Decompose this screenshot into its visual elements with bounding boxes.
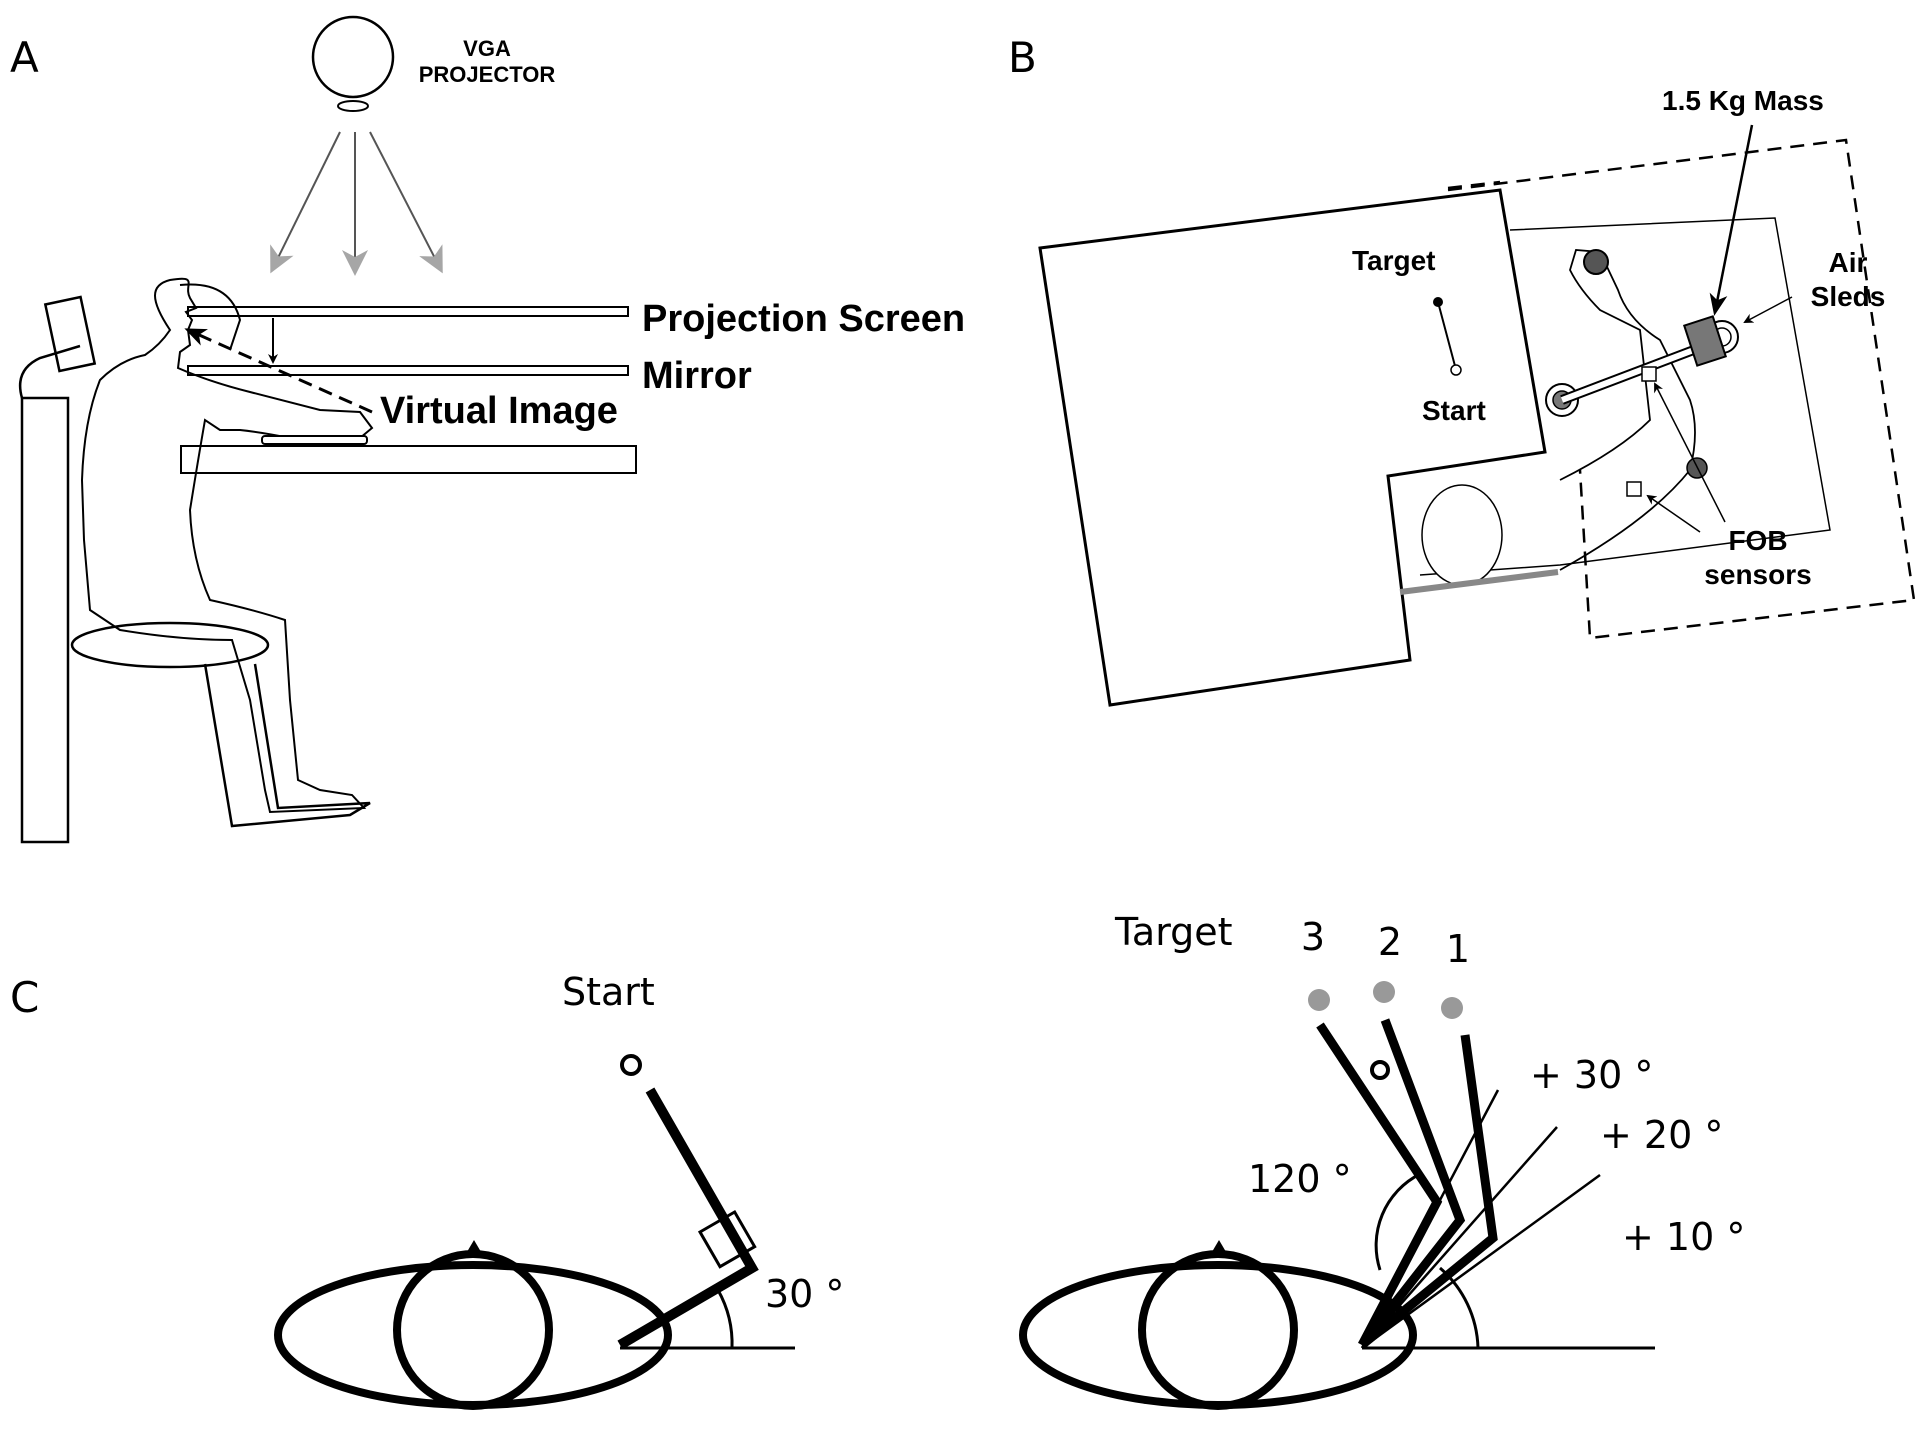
projector-label-line1: VGA	[463, 36, 511, 61]
arm-config-3	[1316, 1022, 1443, 1348]
fob-label-line2: sensors	[1704, 559, 1811, 590]
target-dot-1	[1441, 997, 1463, 1019]
right-subject-head	[1138, 1250, 1298, 1410]
left-subject-body	[274, 1261, 672, 1409]
left-subject-nose	[464, 1240, 484, 1257]
workspace-dashed-boundary	[1447, 138, 1916, 640]
offset-line-20	[1361, 1126, 1558, 1349]
mass-label: 1.5 Kg Mass	[1662, 85, 1824, 116]
mass-pointer-arrow	[1709, 124, 1754, 316]
panel-a-letter: A	[10, 33, 39, 82]
mass-block	[1682, 315, 1728, 367]
fob-label-line1: FOB	[1728, 525, 1787, 556]
arm-config-2	[1358, 1018, 1466, 1348]
sight-line-arrow	[184, 328, 373, 414]
screen-panel	[1038, 188, 1547, 707]
person-face	[179, 283, 242, 351]
projection-screen-label: Projection Screen	[642, 298, 965, 340]
arm-config-1	[1359, 1034, 1498, 1349]
panel-b-letter: B	[1008, 33, 1037, 82]
air-sleds-label-line2: Sleds	[1811, 281, 1886, 312]
start-position-circle	[620, 1054, 642, 1076]
chair	[18, 295, 371, 844]
panel-c-target-label: Target	[1114, 910, 1233, 954]
fob-sensor-upper-arm	[1626, 481, 1642, 497]
target-number-1: 1	[1446, 927, 1470, 971]
projection-screen	[187, 306, 629, 317]
panel-b-start-dot	[1450, 364, 1462, 376]
panel-b-reach-line	[1437, 301, 1456, 367]
elbow-angle-label: 120 °	[1248, 1157, 1352, 1201]
chair-leg	[203, 663, 371, 828]
projection-rays	[270, 131, 443, 276]
left-arm-segments	[617, 1087, 759, 1350]
projection-ray-right	[369, 131, 443, 274]
elbow-right-angle-marker	[697, 1209, 757, 1269]
offset-line-10	[1361, 1173, 1601, 1350]
start-angle-label: 30 °	[765, 1272, 844, 1316]
mirror-label: Mirror	[642, 355, 752, 397]
subject-head-top-view	[1421, 484, 1503, 586]
projection-ray-left	[270, 131, 341, 274]
virtual-image-label: Virtual Image	[380, 390, 618, 432]
start-angle-arc	[716, 1289, 734, 1349]
manipulandum	[261, 435, 368, 445]
subject-arm	[1559, 249, 1696, 571]
person-silhouette	[80, 277, 374, 814]
offset-label-20: + 20 °	[1600, 1113, 1723, 1157]
workspace-dashed-top	[1447, 180, 1501, 190]
shoulder-angle-arc	[1439, 1266, 1480, 1349]
offset-label-30: + 30 °	[1530, 1053, 1653, 1097]
panel-b: B Target Start	[1008, 33, 1916, 707]
mirror	[187, 365, 629, 376]
right-subject-body	[1019, 1261, 1417, 1409]
vga-projector-icon	[311, 15, 395, 112]
panel-b-target-label: Target	[1352, 245, 1436, 276]
arm-outline	[1559, 249, 1696, 571]
panel-c-letter: C	[10, 973, 39, 1022]
fob-sensor-forearm	[1641, 366, 1657, 382]
offset-label-10: + 10 °	[1622, 1215, 1745, 1259]
chair-seat	[70, 621, 270, 669]
panel-c-start-label: Start	[562, 970, 655, 1014]
right-start-circle	[1370, 1060, 1390, 1080]
panel-a: A VGA PROJECTOR Projection Screen Mirror…	[10, 15, 965, 844]
work-table	[180, 445, 637, 474]
target-number-3: 3	[1301, 915, 1325, 959]
chair-back	[20, 396, 70, 844]
projector-label-line2: PROJECTOR	[419, 62, 556, 87]
fob-pointer-forearm	[1654, 382, 1726, 523]
head-restraint-bar	[1399, 569, 1559, 595]
inner-table-outline	[1419, 217, 1831, 576]
panel-c: C Start 30 ° Target 3 2	[10, 910, 1745, 1410]
left-subject-head	[393, 1250, 553, 1410]
target-dot-2	[1373, 981, 1395, 1003]
elbow-angle-arc	[1374, 1172, 1421, 1271]
chair-headrest-arm	[18, 344, 81, 399]
air-sleds-label-line1: Air	[1829, 247, 1868, 278]
hand-sled	[1583, 249, 1609, 275]
panel-b-start-label: Start	[1422, 395, 1486, 426]
headrest	[43, 295, 97, 373]
target-dot-3	[1308, 989, 1330, 1011]
right-subject-nose	[1209, 1240, 1229, 1257]
fob-pointer-upper-arm	[1646, 494, 1701, 533]
air-sleds-pointer	[1743, 296, 1793, 323]
seated-person	[80, 277, 374, 814]
target-number-2: 2	[1378, 920, 1402, 964]
